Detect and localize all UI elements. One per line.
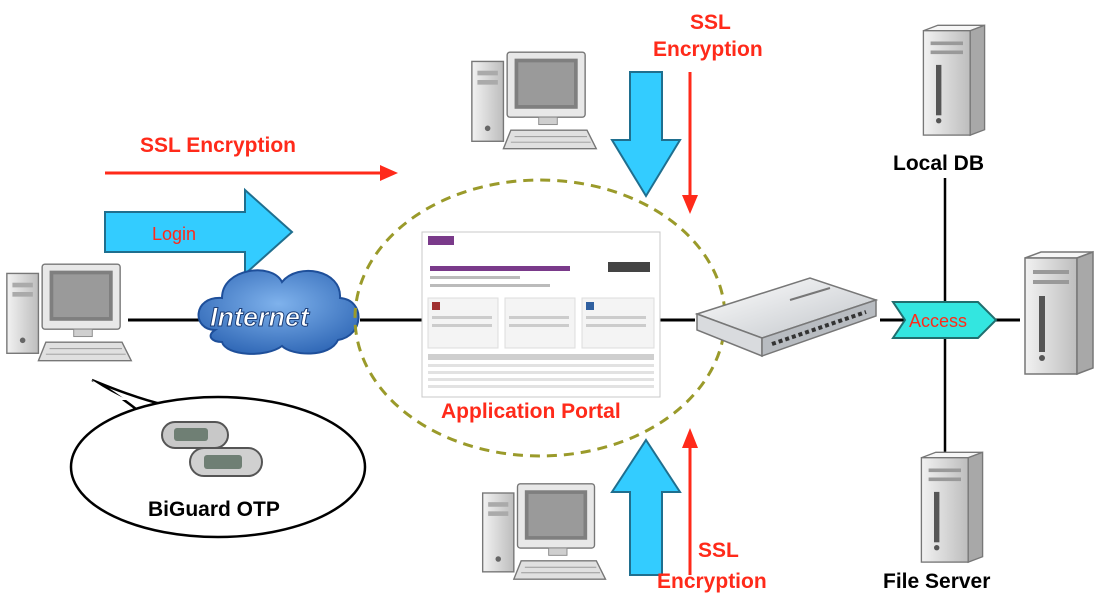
ssl-bottom-line1: SSL — [698, 539, 739, 562]
login-label: Login — [152, 224, 196, 244]
login-arrow — [104, 187, 294, 277]
biguard-otp-label: BiGuard OTP — [148, 498, 280, 521]
internet-label: Internet — [210, 302, 310, 332]
access-label: Access — [909, 311, 967, 331]
vpn-gateway-appliance-icon — [694, 277, 879, 358]
ssl-encryption-left-label: SSL Encryption — [140, 134, 296, 157]
biguard-otp-bubble — [69, 378, 367, 539]
file-server-icon — [920, 451, 984, 563]
file-server-label: File Server — [883, 570, 990, 593]
access-arrow — [891, 301, 998, 339]
ssl-bottom-line2: Encryption — [657, 570, 767, 593]
client-computer-left-icon — [6, 263, 132, 362]
application-portal-label: Application Portal — [441, 400, 621, 423]
portal-webpage-thumbnail — [421, 231, 661, 398]
local-db-server-icon — [922, 24, 986, 136]
client-computer-top-icon — [471, 51, 597, 150]
client-computer-bottom-icon — [481, 483, 607, 580]
ssl-arrow-left — [105, 165, 398, 181]
ssl-top-line2: Encryption — [653, 38, 763, 61]
otp-token-icon — [161, 421, 263, 477]
ssl-top-line1: SSL — [690, 11, 731, 34]
local-db-label: Local DB — [893, 152, 984, 175]
application-server-icon — [1024, 251, 1094, 375]
ssl-arrow-top — [610, 71, 698, 214]
internet-cloud-icon — [197, 269, 360, 355]
ssl-arrow-bottom — [610, 428, 698, 576]
